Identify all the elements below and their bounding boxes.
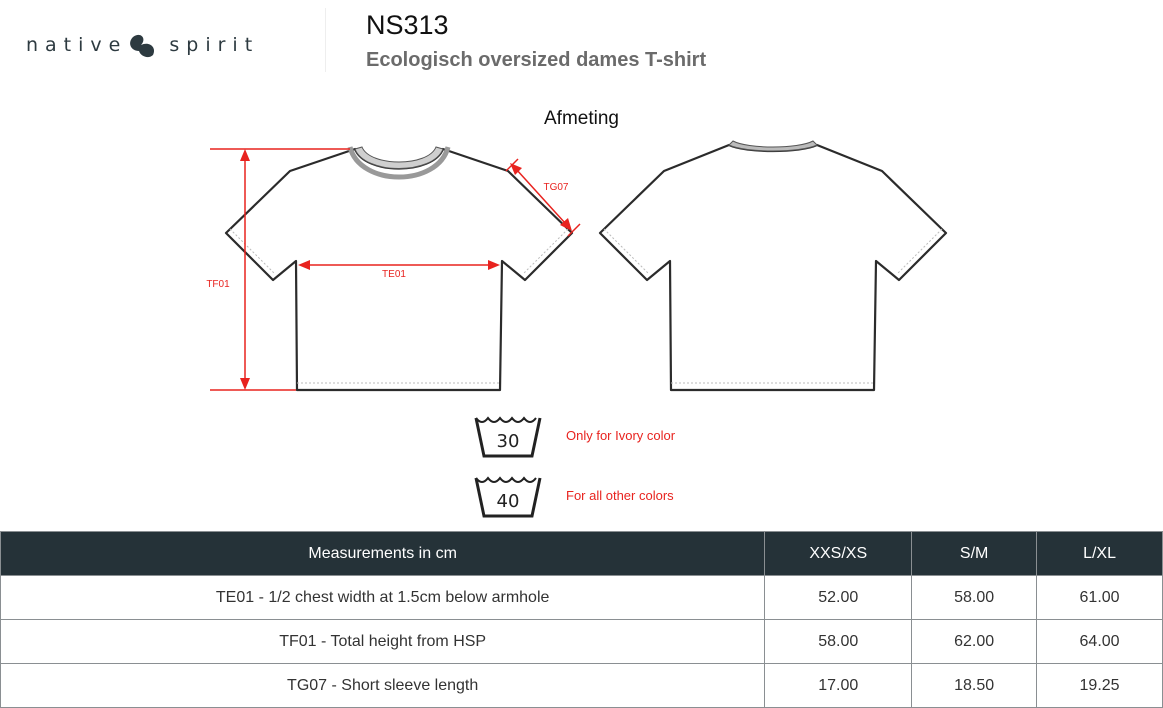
table-row: TF01 - Total height from HSP 58.00 62.00…: [0, 619, 1163, 664]
row-value: 17.00: [764, 663, 913, 708]
row-value: 19.25: [1036, 663, 1163, 708]
measurement-arrows: [210, 148, 581, 391]
row-value: 18.50: [911, 663, 1038, 708]
row-value: 61.00: [1036, 575, 1163, 620]
row-value: 52.00: [764, 575, 913, 620]
front-collar: [354, 146, 444, 169]
back-sleeve-right-hem: [896, 228, 943, 275]
wash-40-icon: 40: [474, 476, 542, 518]
tshirt-back: [598, 143, 948, 392]
measurements-table: Measurements in cm XXS/XS S/M L/XL TE01 …: [0, 531, 1163, 708]
tshirt-diagram: TF01 TE01 TG07: [206, 140, 948, 392]
care-30: 30 Only for Ivory color: [470, 412, 690, 466]
care-40: 40 For all other colors: [470, 472, 690, 526]
brand-logo: native spirit: [26, 30, 259, 60]
product-code: NS313: [366, 10, 449, 40]
row-label: TE01 - 1/2 chest width at 1.5cm below ar…: [0, 575, 766, 620]
front-collar-inner: [347, 146, 451, 180]
brand-word-left: native: [26, 34, 128, 56]
label-height: TF01: [206, 279, 230, 290]
diagram-heading: Afmeting: [544, 108, 619, 129]
label-chest: TE01: [382, 269, 406, 280]
wash-30-icon: 30: [474, 416, 542, 458]
care-note-40: For all other colors: [566, 488, 674, 503]
row-value: 62.00: [911, 619, 1038, 664]
header-s-m: S/M: [911, 531, 1038, 576]
wash-30-temp: 30: [497, 431, 520, 452]
brand-word-right: spirit: [169, 34, 260, 56]
front-sleeve-left-hem: [229, 228, 276, 275]
wash-40-temp: 40: [497, 491, 520, 512]
front-sleeve-right-hem: [522, 228, 569, 275]
brand-mark-icon: [130, 34, 155, 58]
care-note-30: Only for Ivory color: [566, 428, 676, 443]
product-title: Ecologisch oversized dames T-shirt: [366, 49, 707, 71]
page-header: native spirit NS313 Ecologisch oversized…: [0, 0, 1163, 90]
row-value: 58.00: [764, 619, 913, 664]
row-value: 58.00: [911, 575, 1038, 620]
header-xxs-xs: XXS/XS: [764, 531, 913, 576]
row-label: TG07 - Short sleeve length: [0, 663, 766, 708]
row-value: 64.00: [1036, 619, 1163, 664]
back-collar: [728, 140, 818, 152]
row-label: TF01 - Total height from HSP: [0, 619, 766, 664]
table-header-row: Measurements in cm XXS/XS S/M L/XL: [0, 531, 1163, 576]
label-sleeve: TG07: [543, 182, 568, 193]
header-divider: [325, 8, 326, 72]
back-sleeve-left-hem: [603, 228, 650, 275]
header-l-xl: L/XL: [1036, 531, 1163, 576]
table-row: TG07 - Short sleeve length 17.00 18.50 1…: [0, 663, 1163, 708]
header-measurements: Measurements in cm: [0, 531, 766, 576]
table-row: TE01 - 1/2 chest width at 1.5cm below ar…: [0, 575, 1163, 620]
